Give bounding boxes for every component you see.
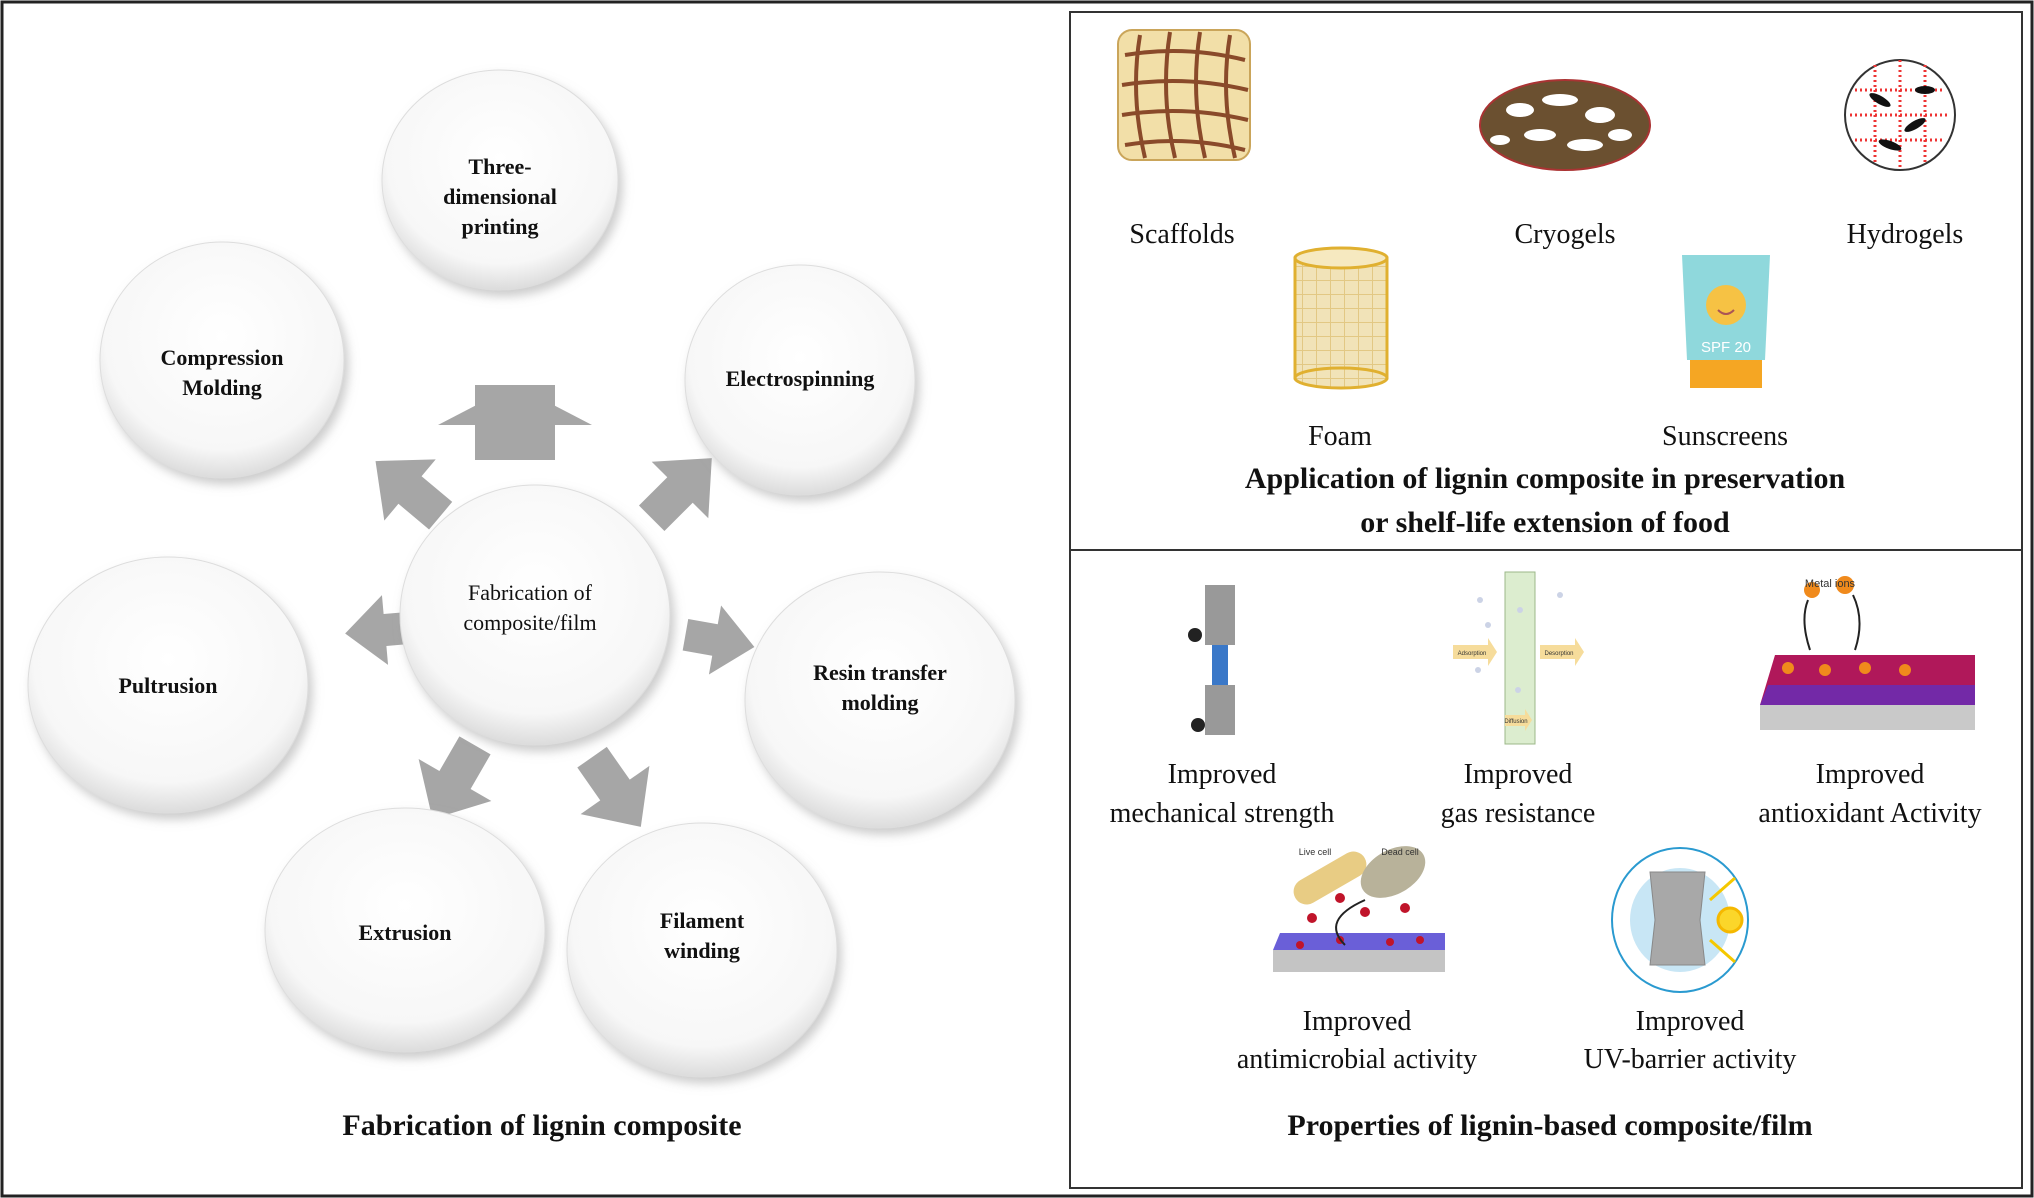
gas-label: Desorption (1544, 651, 1573, 657)
method-label: winding (664, 938, 740, 963)
property-label: mechanical strength (1110, 798, 1335, 829)
fabrication-title: Fabrication of lignin composite (342, 1109, 741, 1142)
applications-title: Application of lignin composite in prese… (1245, 462, 1846, 495)
bubble-3d-printing (381, 69, 619, 291)
method-label: Resin transfer (813, 660, 947, 685)
method-label: molding (841, 690, 918, 715)
uv-barrier-icon (1611, 847, 1749, 993)
property-label: gas resistance (1441, 798, 1596, 829)
method-label: Electrospinning (726, 366, 875, 391)
arrow-upright-icon (638, 458, 712, 532)
spf-label: SPF 20 (1701, 339, 1751, 356)
property-label: UV-barrier activity (1584, 1044, 1797, 1075)
bubble-pultrusion (27, 556, 309, 814)
method-label: printing (461, 214, 538, 239)
method-label: Pultrusion (118, 673, 217, 698)
scaffolds-icon (1117, 29, 1251, 161)
application-label: Scaffolds (1129, 219, 1234, 250)
application-label: Hydrogels (1847, 219, 1964, 250)
foam-icon (1293, 246, 1389, 390)
process-arrows (345, 385, 755, 827)
arrow-right-icon (682, 605, 755, 675)
properties-title: Properties of lignin-based composite/fil… (1287, 1109, 1812, 1142)
gas-resistance-icon: Adsorption Desorption Diffusion (1453, 571, 1584, 745)
arrow-downleft-icon (418, 736, 492, 819)
property-label: Improved (1816, 759, 1925, 790)
arrow-upleft-icon (375, 459, 453, 530)
method-label: dimensional (443, 184, 557, 209)
property-label: Improved (1168, 759, 1277, 790)
applications-title: or shelf-life extension of food (1360, 506, 1730, 539)
application-label: Foam (1308, 421, 1372, 452)
center-label: Fabrication of (468, 580, 593, 605)
property-label: antimicrobial activity (1237, 1044, 1477, 1075)
hydrogels-icon (1844, 59, 1956, 171)
application-label: Sunscreens (1662, 421, 1788, 452)
bubble-extrusion (264, 807, 546, 1053)
tensile-tester-icon (1188, 585, 1235, 735)
property-label: antioxidant Activity (1758, 798, 1981, 829)
gas-label: Diffusion (1504, 719, 1527, 725)
properties-panel (1069, 549, 2023, 1189)
property-label: Improved (1636, 1006, 1745, 1037)
application-label: Cryogels (1514, 219, 1615, 250)
dead-cell-label: Dead cell (1381, 847, 1419, 857)
method-label: Compression (160, 345, 283, 370)
bubble-center (399, 484, 671, 746)
method-label: Extrusion (359, 920, 452, 945)
bubble-resin-transfer (744, 571, 1016, 829)
method-bubbles (27, 69, 1016, 1078)
bubble-electrospinning (684, 264, 916, 496)
arrow-up-head-icon (438, 385, 592, 425)
method-label: Molding (182, 375, 261, 400)
bubble-filament-winding (566, 822, 838, 1078)
method-label: Filament (660, 908, 745, 933)
center-label: composite/film (463, 610, 596, 635)
property-label: Improved (1303, 1006, 1412, 1037)
property-label: Improved (1464, 759, 1573, 790)
antimicrobial-icon: Live cell Dead cell (1273, 846, 1445, 972)
method-label: Three- (468, 154, 531, 179)
antioxidant-icon: Metal ions (1760, 576, 1975, 730)
bubble-compression-molding (99, 241, 345, 479)
arrow-left-icon (345, 595, 417, 665)
sunscreen-icon: SPF 20 (1682, 255, 1770, 388)
metal-ions-label: Metal ions (1805, 578, 1856, 590)
cryogels-icon (1479, 79, 1651, 171)
gas-label: Adsorption (1458, 651, 1487, 657)
live-cell-label: Live cell (1299, 847, 1332, 857)
arrow-downright-icon (577, 746, 650, 827)
